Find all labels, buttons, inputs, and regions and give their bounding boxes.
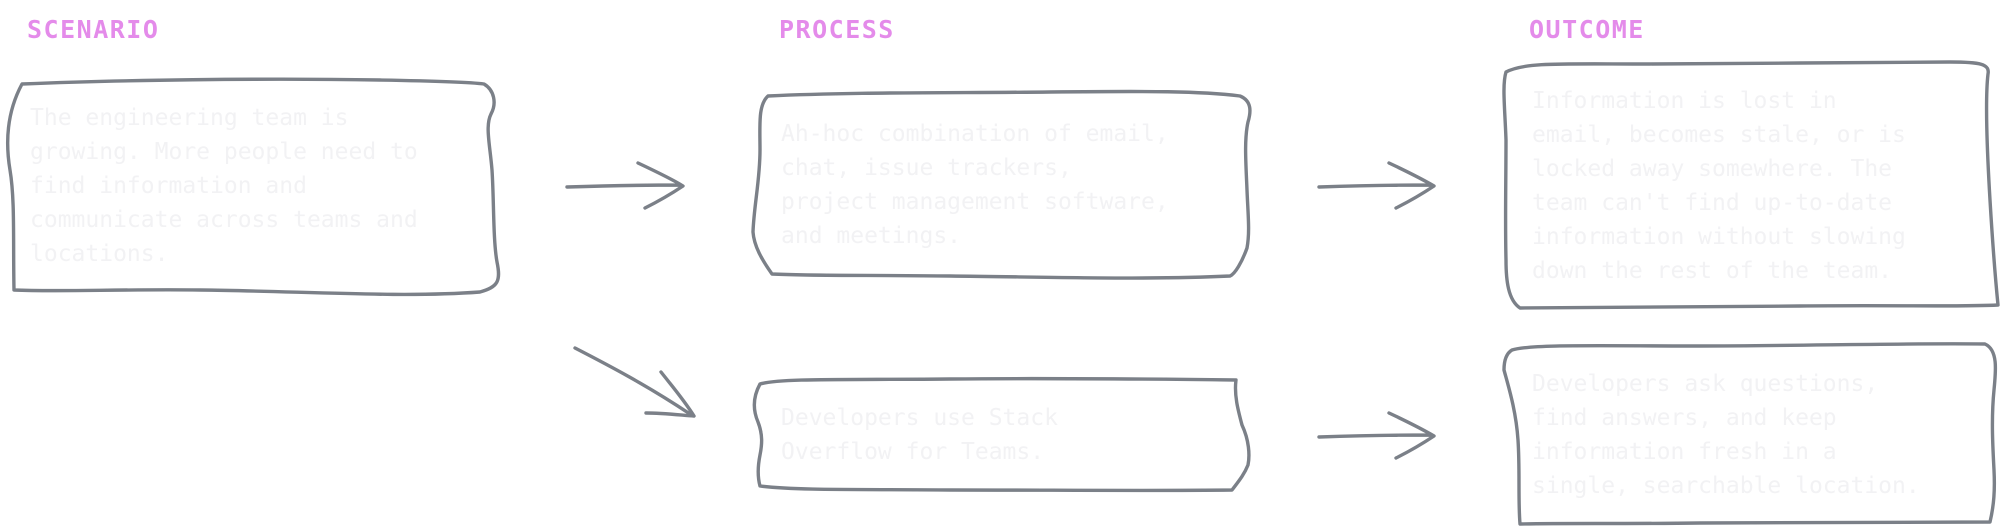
process-current-box-outline <box>751 89 1252 280</box>
outcome-current-box-outline <box>1502 60 2000 310</box>
arrow-scenario-to-process-current <box>565 161 685 210</box>
arrow-scenario-to-process-stack <box>573 346 696 418</box>
outcome-stack-text: Developers ask questions, find answers, … <box>1532 371 1920 499</box>
process-stack-text: Developers use Stack Overflow for Teams. <box>781 405 1058 465</box>
outcome-stack-box-outline <box>1502 342 1998 526</box>
outcome-current-text: Information is lost in email, becomes st… <box>1532 88 1906 284</box>
heading-scenario: SCENARIO <box>27 15 160 44</box>
arrow-process-stack-to-outcome-stack <box>1317 411 1436 460</box>
process-stack-box-outline <box>752 376 1251 493</box>
process-current-text: Ah-hoc combination of email, chat, issue… <box>781 121 1169 249</box>
arrow-process-current-to-outcome-current <box>1317 161 1436 210</box>
heading-process: PROCESS <box>779 15 895 44</box>
scenario-box-outline <box>6 77 501 297</box>
scenario-text: The engineering team is growing. More pe… <box>30 105 418 267</box>
heading-outcome: OUTCOME <box>1529 15 1645 44</box>
